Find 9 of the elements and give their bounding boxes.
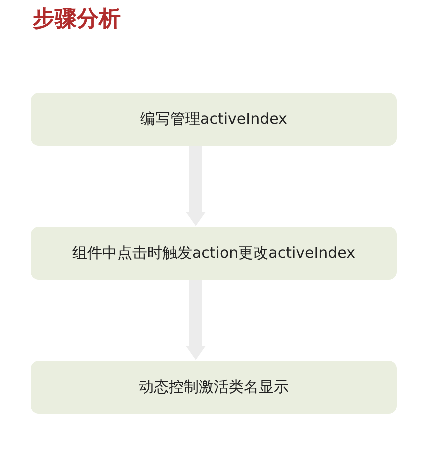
process-box bbox=[31, 93, 397, 146]
arrow bbox=[186, 280, 206, 360]
process-box bbox=[31, 361, 397, 414]
step-text: 动态控制激活类名显示 bbox=[139, 378, 289, 397]
arrow bbox=[186, 146, 206, 226]
step-text: 编写管理activeIndex bbox=[140, 110, 288, 129]
step-text: 组件中点击时触发action更改activeIndex bbox=[72, 244, 356, 263]
process-box bbox=[31, 227, 397, 280]
title: 步骤分析 bbox=[33, 6, 121, 34]
